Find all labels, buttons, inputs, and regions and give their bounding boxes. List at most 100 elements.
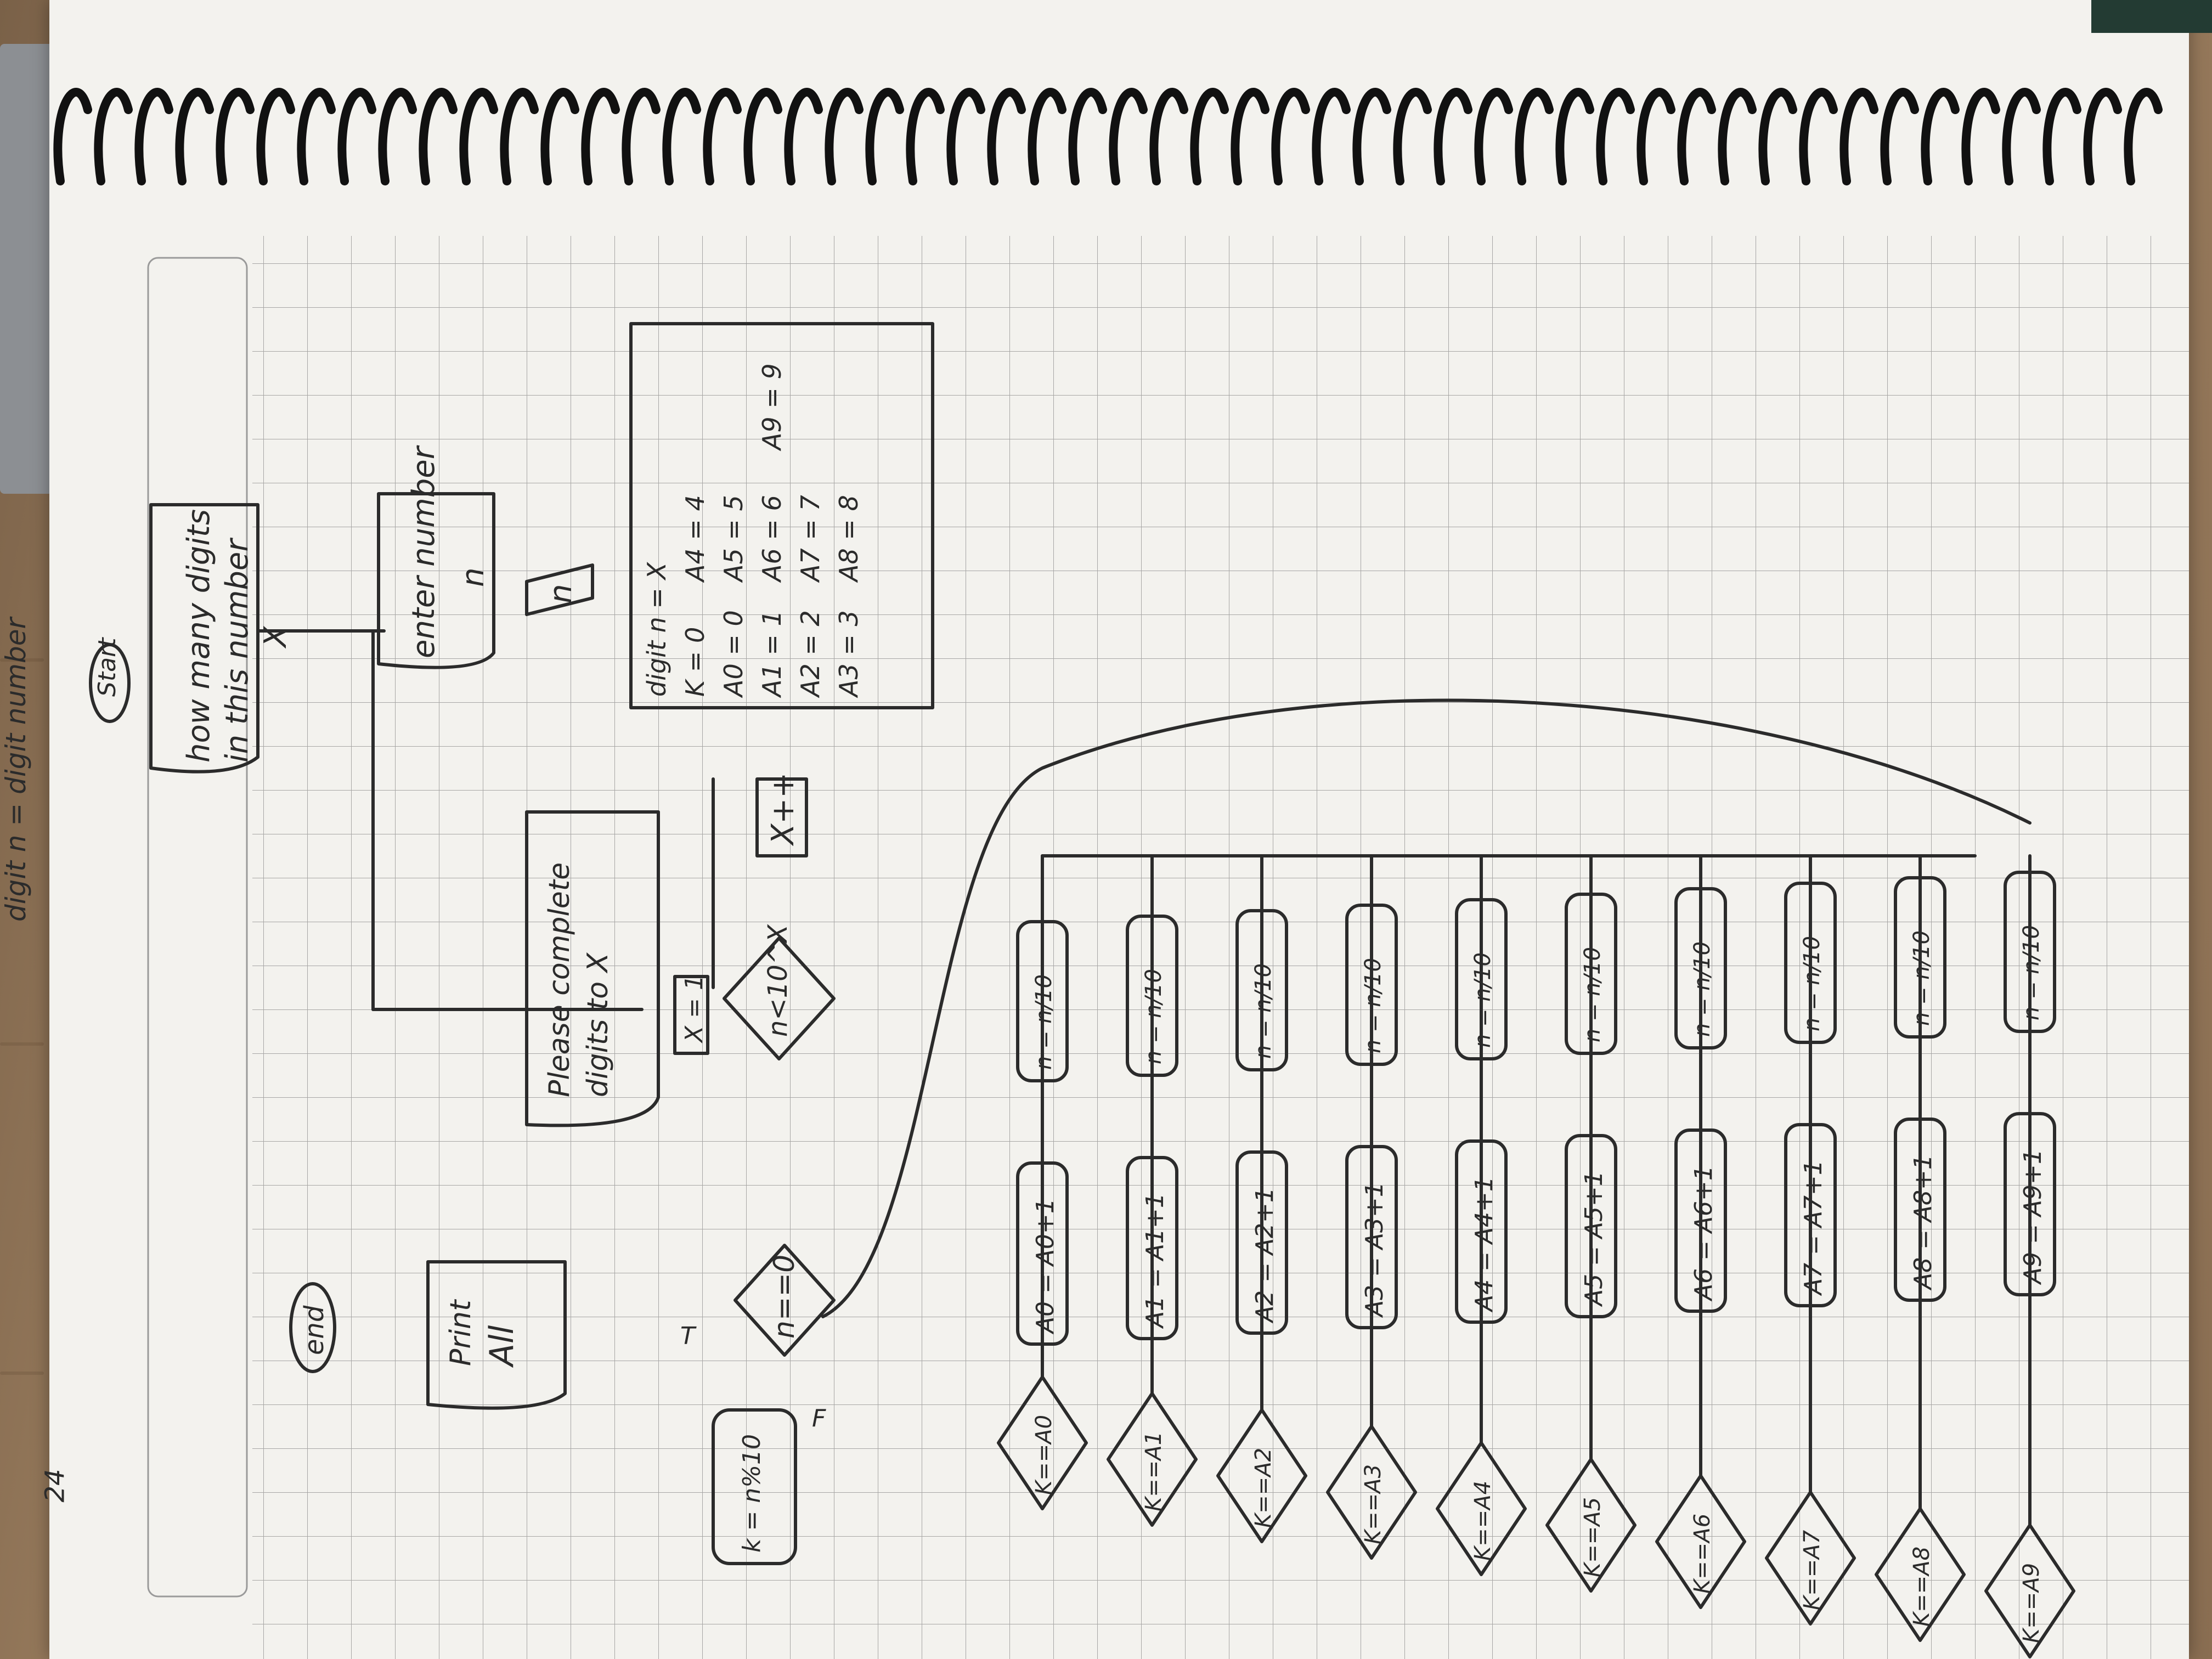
divide-box (1565, 893, 1617, 1055)
spiral-loop (1677, 88, 1716, 185)
spiral-loop (2002, 88, 2041, 185)
spiral-loop (216, 88, 255, 185)
init-line: digit n = X (642, 562, 672, 697)
check-cond-label: K==A5 (1580, 1497, 1605, 1577)
flowchart (89, 322, 2075, 1658)
action-box (1894, 1118, 1946, 1302)
check-action-label: A5 = A5+1 (1580, 1171, 1608, 1306)
spiral-loop (1637, 88, 1675, 185)
spiral-loop (1839, 88, 1878, 185)
check-action-label: A4 = A4+1 (1470, 1176, 1498, 1311)
check-divide-label: n = n/10 (1470, 952, 1496, 1048)
check-action-label: A6 = A6+1 (1690, 1165, 1718, 1300)
enter-number-box (377, 492, 495, 669)
print-box (426, 1260, 567, 1410)
check-diamond (1984, 1523, 2075, 1658)
check-diamond (1216, 1408, 1307, 1543)
divide-box (1126, 915, 1178, 1077)
action-box (1565, 1134, 1617, 1318)
spiral-loop (1921, 88, 1960, 185)
print-line-1: Print (444, 1300, 477, 1366)
spiral-loop (1190, 88, 1229, 185)
check-cond-label: K==A4 (1470, 1480, 1496, 1561)
check-diamond (1326, 1425, 1417, 1560)
check-diamond (1107, 1392, 1198, 1527)
check-divide-label: n = n/10 (1031, 974, 1057, 1070)
spiral-loop (419, 88, 458, 185)
init-line: A8 = 8 (834, 495, 864, 582)
action-box (1126, 1156, 1178, 1340)
mod-step-box (712, 1408, 797, 1565)
check-action-label: A9 = A9+1 (2019, 1149, 2047, 1284)
spiral-loop (662, 88, 701, 185)
reset-x-label: X = 1 (680, 975, 708, 1042)
false-label: F (812, 1404, 826, 1432)
end-oval (289, 1282, 336, 1373)
init-line: A6 = 6 (757, 495, 787, 582)
check-divide-label: n = n/10 (1251, 963, 1276, 1059)
cond-n-zero-diamond (733, 1244, 836, 1357)
spiral-loop (1758, 88, 1797, 185)
action-box (1455, 1139, 1508, 1324)
spiral-loop (134, 88, 173, 185)
divide-box (1894, 876, 1946, 1039)
increment-box (755, 777, 808, 857)
spiral-loop (784, 88, 823, 185)
spiral-loop (1799, 88, 1838, 185)
increment-label: X++ (765, 772, 801, 845)
page-number: 24 (40, 1469, 71, 1503)
divide-box (1016, 920, 1069, 1082)
spiral-loop (906, 88, 945, 185)
action-box (1784, 1123, 1837, 1307)
spiral-loop (1961, 88, 2000, 185)
spiral-loop (1271, 88, 1310, 185)
check-action-label: A7 = A7+1 (1799, 1160, 1827, 1295)
check-diamond (1545, 1458, 1637, 1593)
spiral-loop (987, 88, 1026, 185)
divide-box (1784, 882, 1837, 1044)
init-line: K = 0 (680, 627, 710, 697)
action-box (1016, 1161, 1069, 1346)
check-action-label: A2 = A2+1 (1251, 1187, 1279, 1322)
spiral-loop (378, 88, 417, 185)
spiral-loop (1434, 88, 1472, 185)
spiral-loop (2124, 88, 2163, 185)
check-action-label: A1 = A1+1 (1141, 1193, 1169, 1328)
check-diamond (1875, 1507, 1966, 1642)
prompt-box (149, 503, 259, 774)
spiral-loop (1109, 88, 1148, 185)
check-divide-label: n = n/10 (1690, 941, 1715, 1037)
spiral-loop (1028, 88, 1066, 185)
prompt-line-1: how many digits (181, 509, 217, 763)
divide-box (1345, 904, 1398, 1066)
spiral-loop (581, 88, 620, 185)
check-cond-label: K==A2 (1251, 1447, 1276, 1528)
enter-number-label: enter number (406, 447, 442, 658)
cond-n-lt-label: n<10^X (763, 924, 793, 1037)
dark-corner (2091, 0, 2212, 33)
check-divide-label: n = n/10 (1361, 957, 1386, 1053)
graph-grid (252, 236, 2189, 1659)
spiral-loop (622, 88, 661, 185)
spiral-loop (2083, 88, 2122, 185)
check-divide-label: n = n/10 (1580, 946, 1605, 1042)
check-cond-label: K==A0 (1031, 1414, 1057, 1495)
check-diamond (1436, 1441, 1527, 1576)
cond-n-zero-label: n==0 (768, 1254, 801, 1339)
action-box (1345, 1145, 1398, 1329)
spiral-loop (1352, 88, 1391, 185)
end-label: end (299, 1305, 330, 1355)
start-oval (89, 643, 131, 723)
spiral-loop (1393, 88, 1432, 185)
init-line: A9 = 9 (757, 363, 787, 450)
spiral-loop (337, 88, 376, 185)
spiral-loop (1596, 88, 1635, 185)
spiral-loop (1555, 88, 1594, 185)
spiral-loop (297, 88, 336, 185)
check-cond-label: K==A8 (1909, 1546, 1934, 1627)
page-heading: digit n = digit number (0, 617, 32, 922)
start-label: Start (93, 637, 121, 697)
init-line: A7 = 7 (795, 495, 825, 582)
prompt-line-2: in this number (219, 539, 255, 763)
check-diamond (997, 1375, 1088, 1510)
